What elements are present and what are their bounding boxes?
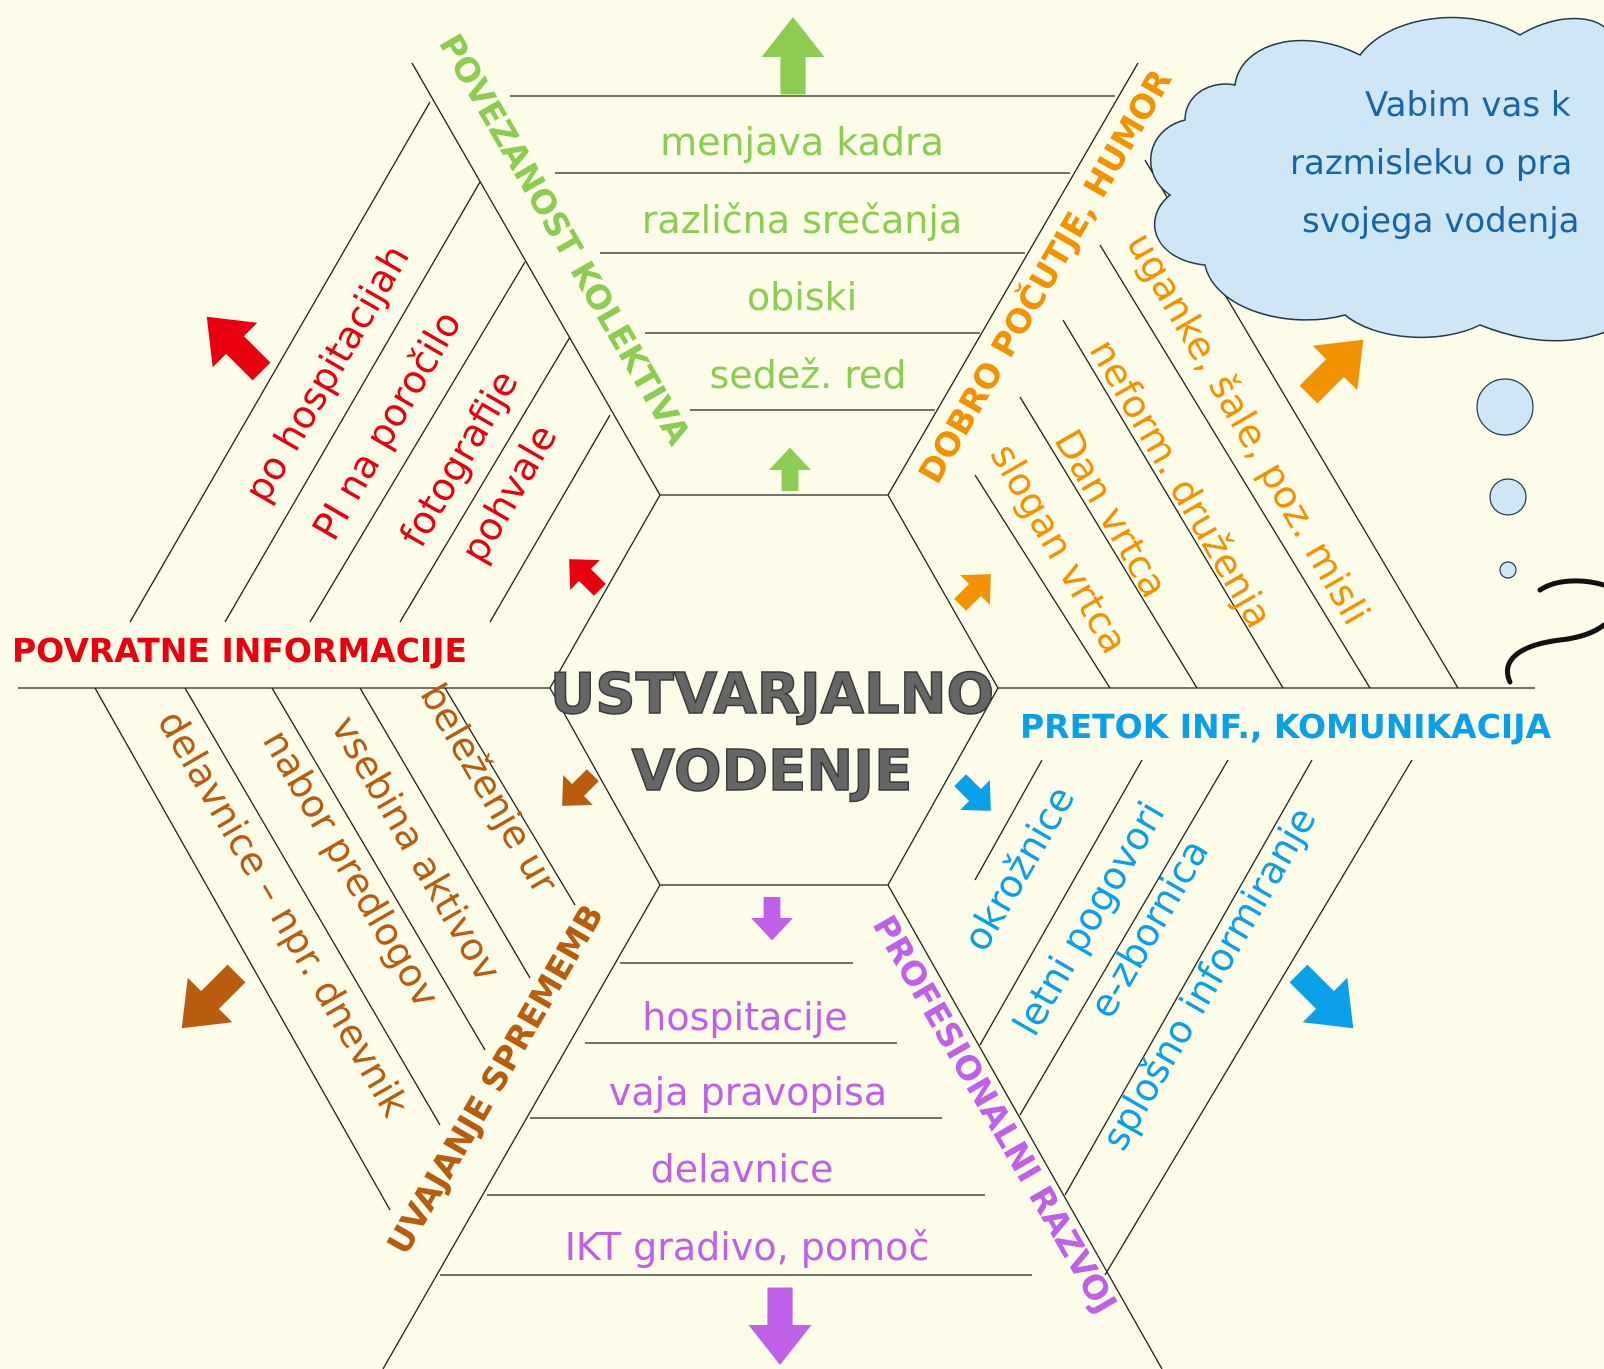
cloud-text-line2: razmisleku o pra [1290,143,1572,183]
center-title-line2: VODENJE [632,739,913,804]
thought-bubble-small [1499,561,1517,579]
pretok-arrow-outer [1276,951,1376,1051]
section-uvajanje: beleženje ur vsebina aktivov nabor predl… [94,676,611,1261]
profesionalni-arrow-outer [748,1287,812,1365]
povezanost-item-1: menjava kadra [660,120,944,164]
profesionalni-item-4: IKT gradivo, pomoč [565,1225,930,1269]
uvajanje-arrow-outer [159,951,259,1051]
povratne-arrow-inner [554,544,615,605]
thought-cloud: Vabim vas k razmisleku o pra svojega vod… [1149,16,1604,685]
profesionalni-item-1: hospitacije [642,995,847,1039]
cloud-text-line1: Vabim vas k [1365,85,1571,125]
profesionalni-item-2: vaja pravopisa [609,1070,887,1114]
thought-bubble-large [1476,378,1534,436]
dobro-arrow-outer [1286,317,1386,417]
povratne-arrow-outer [184,294,284,394]
povezanost-arrow-outer [761,17,825,95]
center-title-line1: USTVARJALNO [550,662,994,727]
pretok-arrow-inner [945,765,1006,826]
povezanost-arrow-inner [769,447,811,491]
povezanost-item-2: različna srečanja [642,198,962,242]
pretok-title: PRETOK INF., KOMUNIKACIJA [1020,707,1551,746]
person-sketch [1505,578,1604,685]
cloud-text-line3: svojega vodenja [1302,201,1579,241]
povezanost-item-4: sedež. red [709,353,906,397]
profesionalni-arrow-inner [751,897,793,941]
uvajanje-arrow-inner [547,760,608,821]
profesionalni-item-3: delavnice [651,1147,834,1191]
povratne-title: POVRATNE INFORMACIJE [12,631,467,670]
thought-bubble-medium [1489,478,1527,516]
outer-frame-lines [18,62,1535,1369]
cloud-shape [1149,16,1604,342]
section-povezanost: menjava kadra različna srečanja obiski s… [431,17,1115,491]
povezanost-item-3: obiski [747,275,857,319]
